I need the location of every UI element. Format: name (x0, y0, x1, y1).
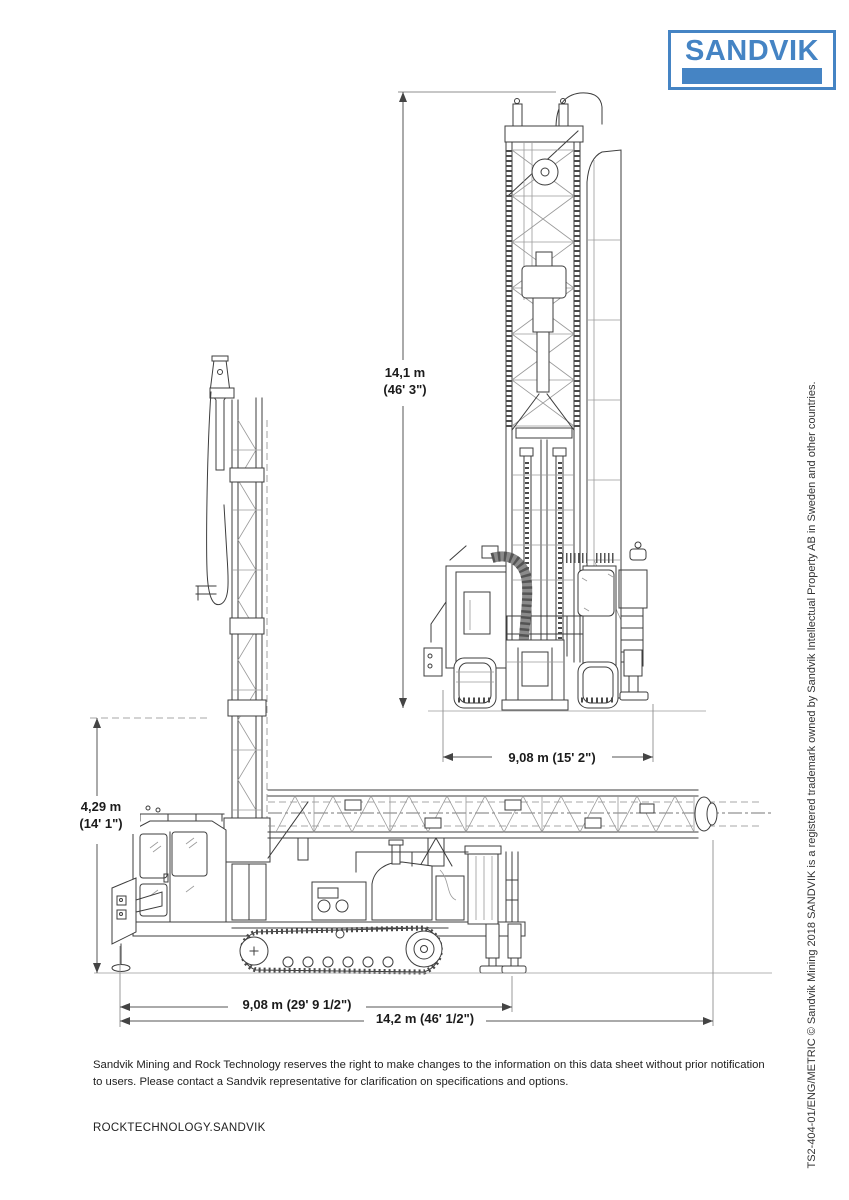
document-code-note: TS2-404-01/ENG/METRIC © Sandvik Mining 2… (806, 381, 818, 1169)
dim-transport-height-imperial: (14' 1") (79, 815, 123, 831)
sandvik-logo: SANDVIK (668, 30, 836, 90)
sandvik-logo-bar (682, 68, 822, 84)
sandvik-logo-text: SANDVIK (684, 35, 819, 67)
footer-website: ROCKTECHNOLOGY.SANDVIK (93, 1122, 266, 1134)
dim-label-mast-height: 14,1 m (46' 3") (348, 364, 462, 400)
rear-view-drawing (423, 92, 706, 712)
side-view-drawing (94, 355, 772, 975)
dim-label-overall-length: 14,2 m (46' 1/2") (364, 1010, 486, 1029)
footer-disclaimer-line2: to users. Please contact a Sandvik repre… (93, 1075, 569, 1088)
footer-disclaimer: Sandvik Mining and Rock Technology reser… (93, 1057, 765, 1091)
dimension-lines (90, 91, 714, 1027)
dim-mast-height-metric: 14,1 m (384, 365, 426, 380)
dim-transport-height-metric: 4,29 m (80, 799, 122, 814)
dim-label-rear-width: 9,08 m (15' 2") (492, 749, 612, 768)
dim-label-track-length: 9,08 m (29' 9 1/2") (228, 996, 366, 1015)
footer-disclaimer-line1: Sandvik Mining and Rock Technology reser… (93, 1059, 765, 1071)
dim-mast-height-imperial: (46' 3") (383, 381, 427, 397)
dim-label-transport-height: 4,29 m (14' 1") (62, 798, 140, 834)
